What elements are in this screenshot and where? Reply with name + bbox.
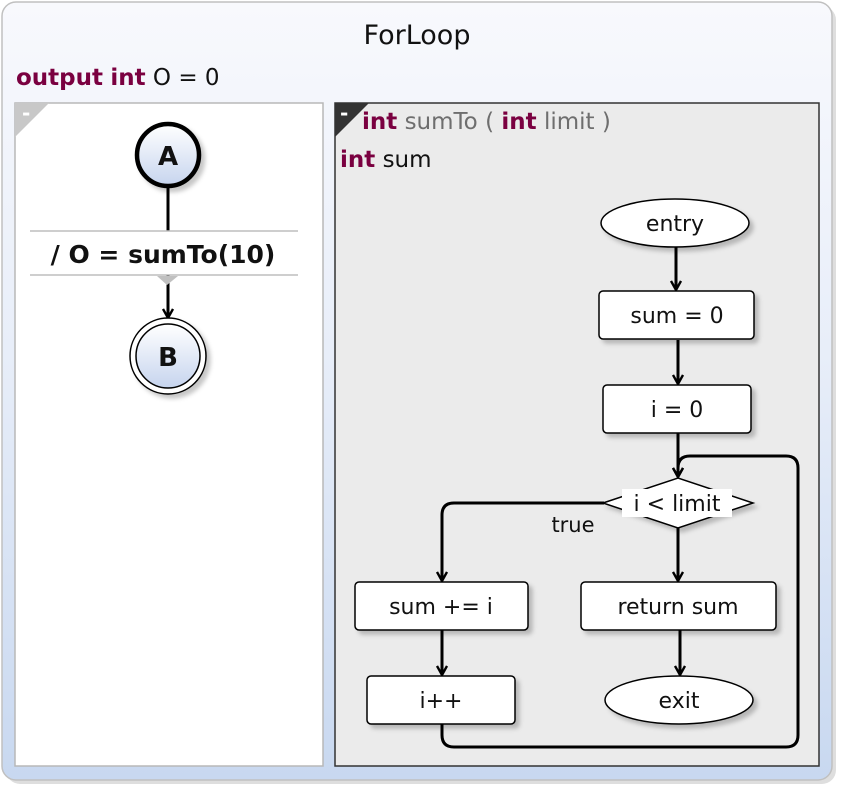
local-variable: sum	[383, 147, 432, 173]
transition-label-box[interactable]: / O = sumTo(10)	[30, 230, 298, 285]
function-signature: int sumTo ( int limit )	[362, 109, 611, 135]
node-increment-label: i++	[420, 689, 463, 714]
keyword-int: int	[110, 65, 145, 91]
node-condition-label: i < limit	[634, 492, 721, 517]
keyword-return-type: int	[362, 109, 397, 135]
keyword-local-type: int	[340, 147, 375, 173]
state-b-label: B	[158, 343, 178, 373]
local-declaration: int sum	[340, 147, 432, 173]
node-sum-init[interactable]	[598, 290, 755, 340]
left-region-collapse-corner[interactable]	[15, 103, 49, 137]
edge-true-label: true	[551, 513, 594, 537]
transition-label: / O = sumTo(10)	[51, 240, 276, 269]
node-increment[interactable]	[366, 675, 516, 725]
keyword-output: output	[16, 65, 103, 91]
state-a[interactable]	[134, 121, 202, 189]
node-condition-label-bg	[622, 489, 732, 517]
keyword-param-type: int	[501, 109, 536, 135]
edge-increment-loop-back[interactable]	[440, 454, 800, 749]
state-b[interactable]	[129, 317, 207, 395]
node-sum-add[interactable]	[354, 581, 529, 631]
output-variable: O = 0	[153, 65, 220, 91]
right-region[interactable]: - int sumTo ( int limit ) int sum true e…	[334, 101, 820, 767]
node-entry-label: entry	[646, 212, 704, 237]
node-return-sum-label: return sum	[617, 595, 738, 620]
node-entry[interactable]	[600, 198, 750, 248]
statechart-title: ForLoop	[364, 20, 471, 51]
edge-condition-true-to-sum-add[interactable]	[442, 501, 604, 581]
node-i-init[interactable]	[602, 384, 752, 434]
output-declaration: output int O = 0	[16, 65, 220, 91]
node-sum-add-label: sum += i	[389, 595, 493, 620]
node-i-init-label: i = 0	[651, 398, 704, 423]
node-exit[interactable]	[604, 675, 754, 725]
left-region-collapse-marker: -	[22, 101, 30, 125]
left-region[interactable]: - / O = sumTo(10) A B	[14, 101, 324, 767]
function-name: sumTo (	[405, 109, 494, 135]
node-exit-label: exit	[659, 689, 700, 714]
state-a-label: A	[158, 142, 178, 172]
right-region-collapse-corner[interactable]	[335, 103, 369, 137]
right-region-collapse-marker: -	[340, 101, 348, 125]
param-name: limit )	[544, 109, 611, 135]
node-return-sum[interactable]	[580, 581, 777, 631]
node-sum-init-label: sum = 0	[630, 304, 723, 329]
